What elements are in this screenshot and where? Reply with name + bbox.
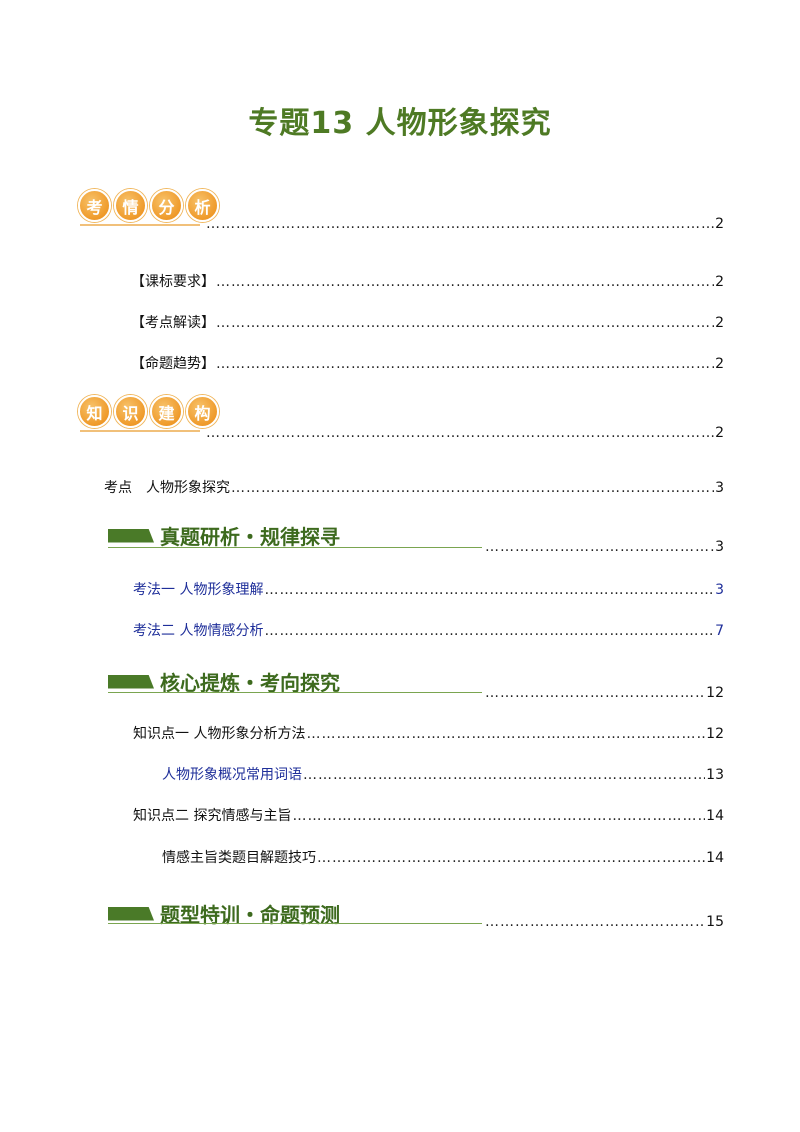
analysis-badge-1: 考 [78,189,111,222]
analysis-badge-3: 分 [150,189,183,222]
dot-leader: …………………………………………………………………………………………………………… [303,767,706,783]
page-number: 2 [715,274,724,290]
analysis-heading: 考 情 分 析 [78,189,219,222]
dot-leader: …………………………………………………………………………………………………………… [317,850,705,866]
toc-entry-exam[interactable]: …………………………………………………………………………… 3 [484,538,724,556]
knowledge-badge-4: 构 [186,395,219,428]
dot-leader: …………………………………………………………………………………………………………… [206,216,715,232]
knowledge-badge-2: 识 [114,395,147,428]
toc-entry-core[interactable]: …………………………………………………………………………… 12 [484,684,724,702]
page-number: 3 [715,539,724,555]
page-number: 13 [706,767,724,783]
toc-label: 【命题趋势】 [131,356,215,372]
banner-rule [108,923,482,924]
dot-leader: …………………………………………………………………………… [485,685,705,701]
toc-label: 考点 人物形象探究 [104,480,230,496]
banner-rule [108,547,482,548]
toc-entry-point-2[interactable]: 知识点二 探究情感与主旨 ………………………………………………………………………… [133,807,724,825]
banner-tab [108,674,154,689]
knowledge-underline [80,430,200,432]
knowledge-badge-1: 知 [78,395,111,428]
toc-entry-analysis[interactable]: …………………………………………………………………………………………………………… [205,215,724,233]
toc-entry-training[interactable]: …………………………………………………………………………… 15 [484,913,724,931]
toc-label: 情感主旨类题目解题技巧 [162,850,316,866]
banner-tab [108,906,154,921]
analysis-badge-2: 情 [114,189,147,222]
page-number: 12 [706,685,724,701]
analysis-badge-4: 析 [186,189,219,222]
toc-entry-knowledge[interactable]: …………………………………………………………………………………………………………… [205,424,724,442]
exam-banner: 真题研析・规律探寻 [108,521,340,550]
page-title: 专题13 人物形象探究 [248,106,552,141]
toc-label: 知识点一 人物形象分析方法 [133,726,306,742]
page-number: 2 [715,216,724,232]
toc-entry-trend[interactable]: 【命题趋势】 ………………………………………………………………………………………… [131,355,724,373]
toc-label: 人物形象概况常用词语 [162,767,302,783]
banner-tab [108,528,154,543]
dot-leader: …………………………………………………………………………………………………………… [216,315,714,331]
knowledge-badge-3: 建 [150,395,183,428]
banner-title: 真题研析・规律探寻 [160,525,340,549]
toc-entry-interpretation[interactable]: 【考点解读】 ………………………………………………………………………………………… [131,314,724,332]
toc-entry-method-2[interactable]: 考法二 人物情感分析 ……………………………………………………………………………… [133,622,724,640]
page-number: 7 [715,623,724,639]
toc-entry-curriculum[interactable]: 【课标要求】 ………………………………………………………………………………………… [131,273,724,291]
toc-entry-topic[interactable]: 考点 人物形象探究 ………………………………………………………………………………… [104,479,724,497]
page-number: 3 [715,480,724,496]
dot-leader: …………………………………………………………………………………………………………… [292,808,706,824]
page-number: 2 [715,425,724,441]
dot-leader: …………………………………………………………………………… [485,914,705,930]
core-banner: 核心提炼・考向探究 [108,667,340,696]
page-number: 2 [715,356,724,372]
page-number: 3 [715,582,724,598]
banner-title: 核心提炼・考向探究 [160,671,340,695]
dot-leader: …………………………………………………………………………………………………………… [206,425,715,441]
toc-label: 【课标要求】 [131,274,215,290]
page-number: 14 [706,850,724,866]
banner-rule [108,692,482,693]
toc-entry-method-1[interactable]: 考法一 人物形象理解 ……………………………………………………………………………… [133,581,724,599]
dot-leader: …………………………………………………………………………………………………………… [264,582,715,598]
knowledge-heading: 知 识 建 构 [78,395,219,428]
dot-leader: …………………………………………………………………………………………………………… [264,623,715,639]
dot-leader: …………………………………………………………………………………………………………… [216,356,714,372]
toc-label: 【考点解读】 [131,315,215,331]
toc-entry-point-1[interactable]: 知识点一 人物形象分析方法 ……………………………………………………………………… [133,725,724,743]
toc-entry-techniques[interactable]: 情感主旨类题目解题技巧 …………………………………………………………………………… [162,849,724,867]
toc-entry-vocabulary[interactable]: 人物形象概况常用词语 ……………………………………………………………………………… [162,766,724,784]
page-number: 2 [715,315,724,331]
dot-leader: …………………………………………………………………………… [485,539,714,555]
page-number: 14 [706,808,724,824]
dot-leader: …………………………………………………………………………………………………………… [306,726,706,742]
analysis-underline [80,224,200,226]
toc-label: 考法二 人物情感分析 [133,623,264,639]
toc-label: 知识点二 探究情感与主旨 [133,808,292,824]
page-number: 12 [706,726,724,742]
dot-leader: …………………………………………………………………………………………………………… [216,274,714,290]
dot-leader: …………………………………………………………………………………………………………… [231,480,714,496]
page-number: 15 [706,914,724,930]
toc-label: 考法一 人物形象理解 [133,582,264,598]
